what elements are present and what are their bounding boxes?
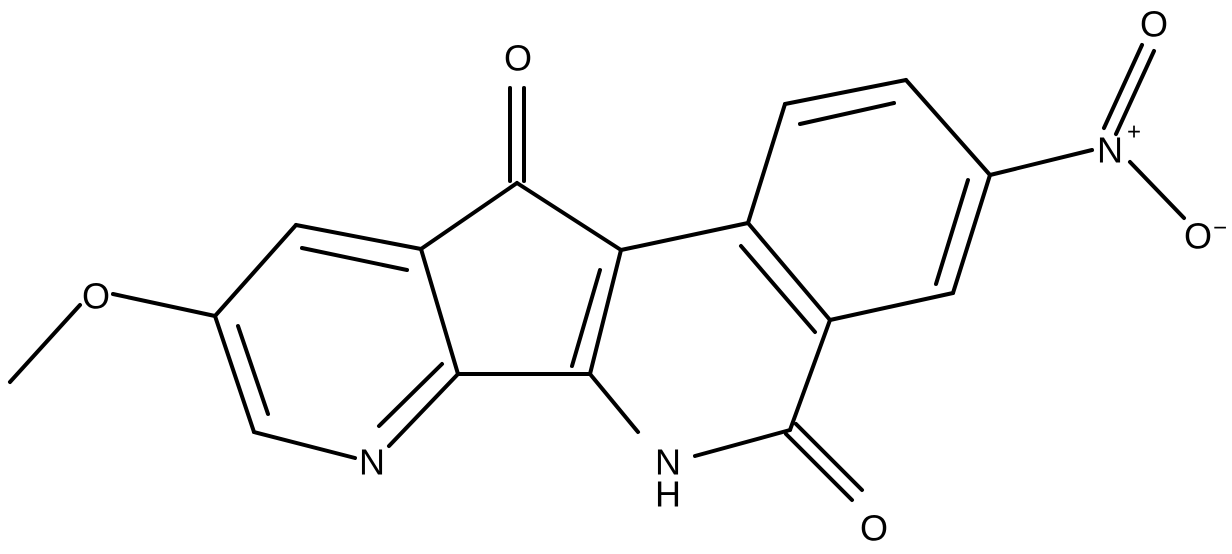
bond-pyr-6-inner [300, 246, 409, 272]
bond-amide-a [794, 422, 864, 492]
bond-pyr-2 [213, 314, 256, 434]
bond-c-nitro [988, 148, 1094, 177]
bond-pyr-5 [419, 247, 460, 376]
bond-five-1 [419, 181, 519, 251]
bond-amide-b [784, 432, 854, 502]
bond-lines [8, 43, 1186, 502]
bond-benz-3 [904, 78, 992, 177]
bond-benz-2-inner [798, 101, 896, 126]
atom-o-methoxy: O [82, 276, 110, 317]
atom-h-amide: H [655, 474, 681, 515]
bond-nitro-o-top-a [1102, 43, 1144, 130]
atom-o-ketone: O [504, 38, 532, 79]
bond-five-3-inner [570, 268, 602, 368]
charge-n-nitro: + [1127, 119, 1141, 146]
bond-benz-4-inner [934, 178, 970, 286]
bond-benz-5 [828, 291, 955, 322]
bond-pyr-4-inner [377, 362, 444, 428]
bond-benz-2 [783, 78, 908, 106]
bond-methyl-o [8, 303, 82, 384]
bond-lac-5 [588, 372, 640, 434]
atom-n-pyridine: N [359, 442, 385, 483]
bond-lac-2 [746, 221, 832, 322]
atom-o-nitro-top: O [1140, 4, 1168, 45]
bond-benz-4 [951, 173, 992, 295]
bond-nitro-o-top-b [1114, 49, 1156, 136]
bond-pyr-4 [387, 372, 460, 448]
bond-pyr-3 [252, 430, 357, 460]
bond-benz-1 [746, 102, 787, 225]
atom-n-amide: N [655, 442, 681, 483]
bond-lac-1 [619, 221, 750, 252]
atom-labels: O O N N H O N + O O − [82, 4, 1227, 549]
atom-n-nitro: N [1097, 130, 1123, 171]
bond-lac-4 [693, 428, 792, 458]
atom-o-amide: O [860, 508, 888, 549]
bond-five-3 [588, 248, 623, 376]
bond-lac-2-inner [739, 244, 817, 334]
bond-pyr-2-inner [236, 324, 270, 416]
charge-o-nitro: − [1213, 215, 1227, 242]
bond-pyr-1 [213, 223, 298, 318]
bond-nitro-o-bottom [1128, 160, 1186, 220]
bond-o-c [111, 292, 217, 318]
bond-lac-3 [788, 318, 832, 432]
bond-pyr-6 [294, 223, 423, 251]
bond-five-2 [515, 181, 623, 252]
atom-o-nitro-bottom: O [1184, 216, 1212, 257]
